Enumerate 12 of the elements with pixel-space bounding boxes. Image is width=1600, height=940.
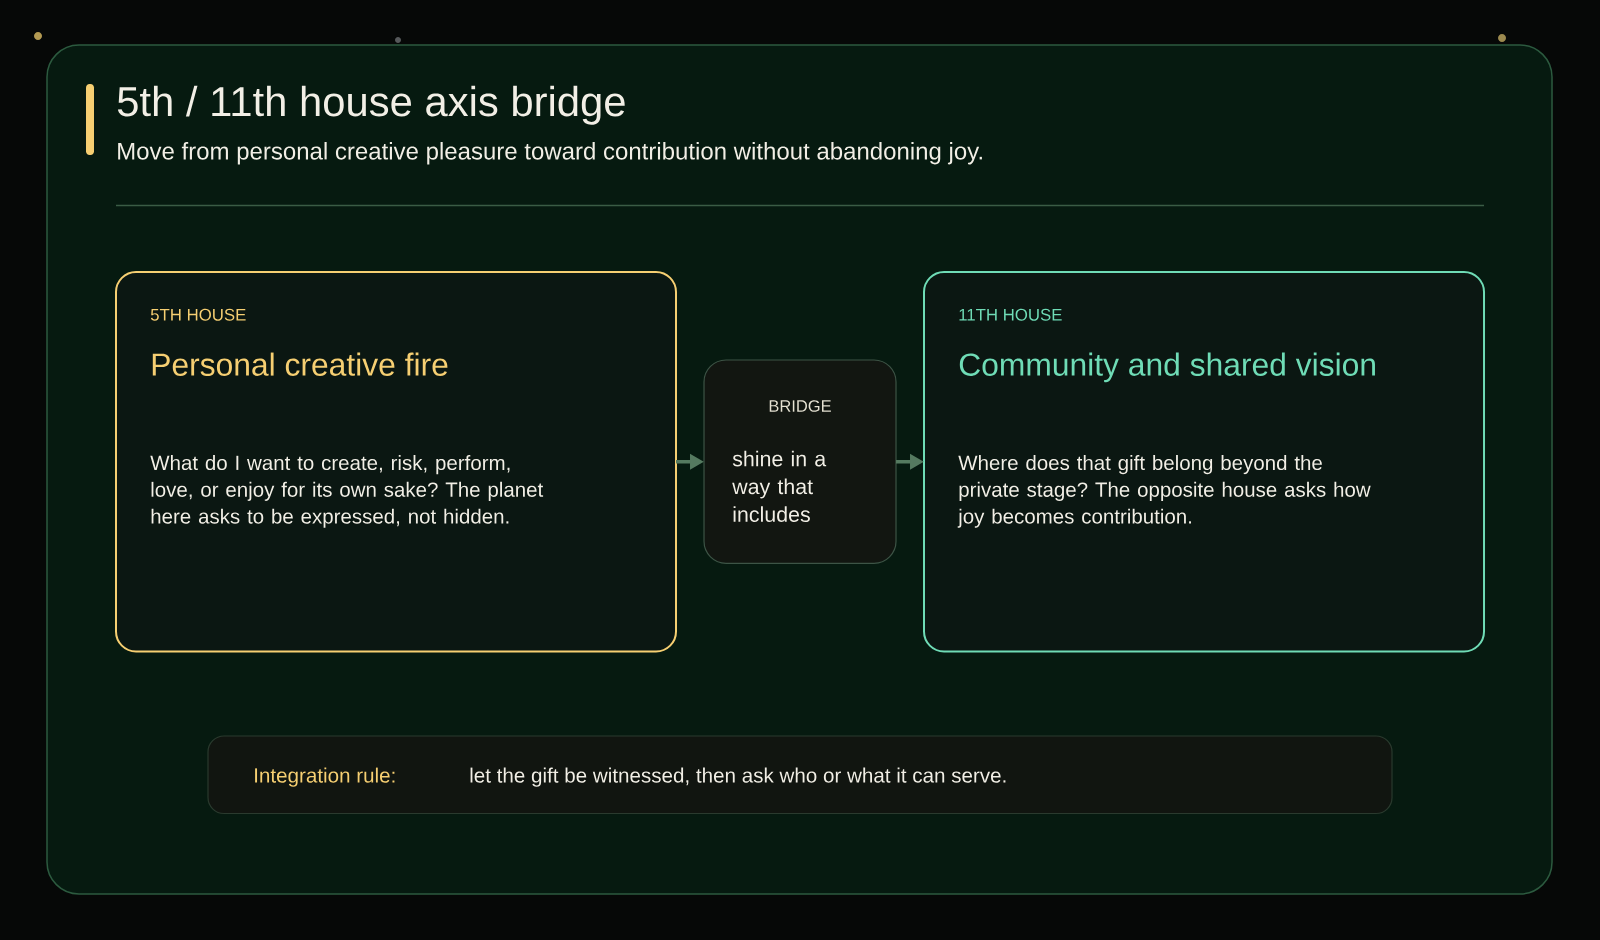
card-body: Where does that gift belong beyond the private stage? The opposite house asks how joy becomes contribution. (957, 455, 1371, 528)
bridge-label: BRIDGE (769, 400, 831, 412)
card-heading: Community and shared vision (959, 352, 1375, 383)
subtitle: Move from personal creative pleasure toward contribution without abandoning joy. (118, 142, 982, 165)
rule-text: let the gift be witnessed, then ask who or what it can serve. (470, 767, 1006, 787)
card-body: What do I want to create, risk, perform, love, or enjoy for its own sake? The planet here asks to be expressed, not hidden. (150, 455, 544, 528)
title: 5th / 11th house axis bridge (117, 85, 625, 125)
house-label: 5TH HOUSE (150, 308, 246, 321)
card-heading: Personal creative fire (152, 352, 448, 376)
rule-label: Integration rule: (255, 767, 395, 787)
bridge-text: shine in a way that includes (732, 450, 827, 522)
house-label: 11TH HOUSE (959, 308, 1062, 321)
